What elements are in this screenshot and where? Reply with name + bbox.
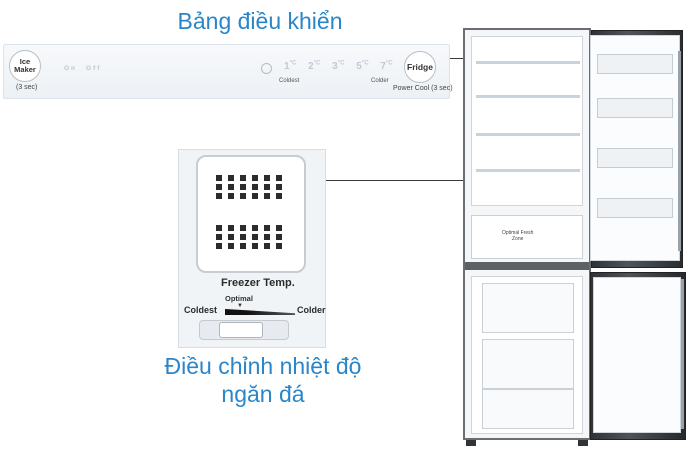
control-panel-heading: Bảng điều khiển bbox=[177, 8, 343, 34]
crisper-label-line2: Zone bbox=[512, 236, 524, 242]
temp-7: 7°C bbox=[380, 61, 393, 73]
off-label: Off bbox=[86, 65, 102, 72]
panel-coldest-label: Coldest bbox=[279, 78, 300, 84]
freezer-control-card: Freezer Temp. Optimal ▼ Coldest Colder bbox=[178, 149, 326, 348]
vent-holes-top bbox=[216, 175, 282, 199]
ice-maker-status: On Off bbox=[64, 65, 110, 72]
fridge-compartment bbox=[471, 36, 583, 206]
temp-5: 5°C bbox=[356, 61, 369, 73]
freezer-temp-slider[interactable] bbox=[199, 320, 289, 340]
freezer-colder-label: Colder bbox=[297, 305, 326, 315]
ice-maker-hint: (3 sec) bbox=[16, 84, 38, 91]
ice-maker-button[interactable]: Ice Maker bbox=[9, 50, 41, 82]
temp-3: 3°C bbox=[332, 61, 345, 73]
fridge-button[interactable]: Fridge bbox=[404, 51, 436, 83]
freezer-adjust-heading: Điều chỉnh nhiệt độ ngăn đá bbox=[128, 352, 398, 408]
temp-2: 2°C bbox=[308, 61, 321, 73]
fridge-temp-indicators: 1°C 2°C 3°C 5°C 7°C bbox=[284, 61, 402, 72]
freezer-adjust-heading-line1: Điều chỉnh nhiệt độ bbox=[164, 353, 362, 379]
lock-icon bbox=[261, 63, 272, 74]
slider-knob[interactable] bbox=[218, 322, 263, 338]
compartment-divider bbox=[465, 262, 589, 270]
freezer-control-cover bbox=[196, 155, 306, 273]
optimal-label: Optimal bbox=[225, 294, 253, 303]
freezer-compartment bbox=[471, 276, 583, 434]
power-cool-hint: Power Cool (3 sec) bbox=[393, 85, 453, 92]
ice-maker-label-line2: Maker bbox=[14, 65, 36, 74]
crisper-drawer: Optimal Fresh Zone bbox=[471, 215, 583, 259]
panel-colder-label: Colder bbox=[371, 78, 389, 84]
fridge-body: Optimal Fresh Zone bbox=[463, 28, 591, 440]
freezer-leader-line bbox=[326, 180, 524, 181]
fridge-door bbox=[590, 30, 683, 268]
freezer-adjust-heading-line2: ngăn đá bbox=[221, 381, 305, 407]
freezer-temp-title: Freezer Temp. bbox=[221, 277, 295, 289]
freezer-coldest-label: Coldest bbox=[184, 305, 218, 315]
temperature-wedge bbox=[225, 309, 295, 315]
on-label: On bbox=[64, 65, 78, 72]
optimal-arrow-icon: ▼ bbox=[237, 303, 243, 309]
crisper-label-line1: Optimal Fresh bbox=[502, 230, 534, 236]
freezer-door bbox=[590, 272, 686, 440]
vent-holes-bottom bbox=[216, 225, 282, 249]
fridge-foot-left bbox=[466, 440, 476, 446]
ice-maker-label-line1: Ice bbox=[19, 56, 31, 66]
control-panel: Ice Maker (3 sec) On Off 1°C 2°C 3°C 5°C … bbox=[3, 44, 453, 99]
temp-1: 1°C bbox=[284, 61, 297, 73]
fridge-foot-right bbox=[578, 440, 588, 446]
